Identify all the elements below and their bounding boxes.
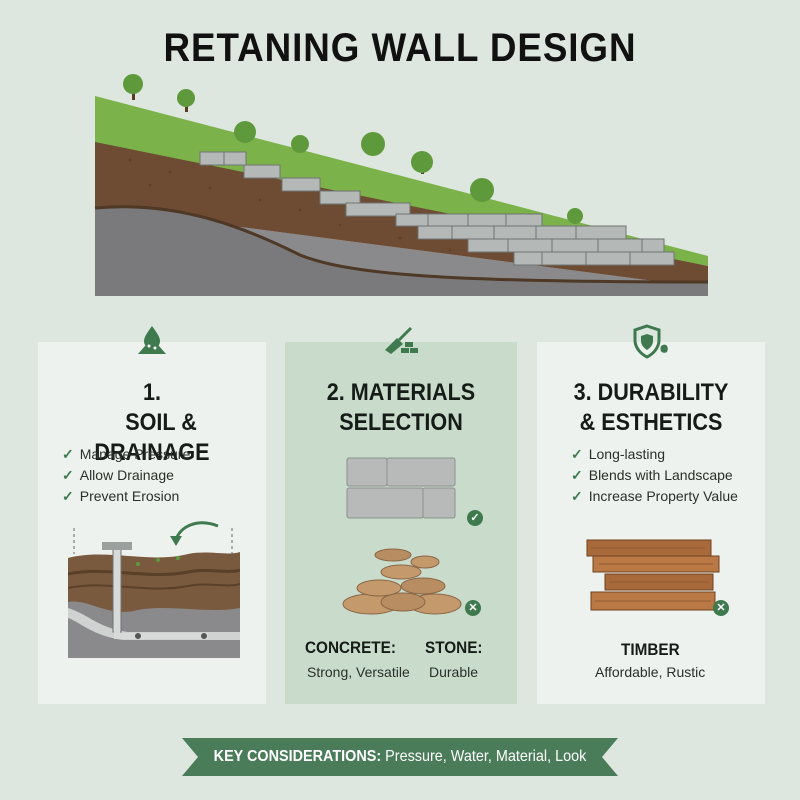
soil-drainage-panel: 1. SOIL & DRAINAGE ✓Manage Pressure ✓All… — [38, 326, 266, 704]
list-item: ✓Blends with Landscape — [571, 467, 733, 483]
check-icon: ✓ — [62, 467, 74, 483]
trowel-bricks-icon — [385, 326, 418, 354]
section-number: 1. — [142, 379, 161, 406]
section-heading: 3. DURABILITY & ESTHETICS — [573, 379, 729, 436]
rock-layer — [95, 206, 708, 296]
timber-planks-illustration — [586, 539, 720, 611]
check-icon: ✓ — [571, 467, 583, 483]
section-heading: 1. SOIL & DRAINAGE — [49, 378, 254, 468]
banner-label: KEY CONSIDERATIONS: — [213, 748, 382, 765]
list-item: ✓Increase Property Value — [571, 488, 738, 504]
check-icon: ✓ — [62, 488, 74, 504]
check-icon: ✓ — [571, 446, 583, 462]
material-label-timber: TIMBER — [621, 640, 680, 659]
key-considerations-banner: KEY CONSIDERATIONS: Pressure, Water, Mat… — [182, 738, 618, 776]
checklist: ✓Manage Pressure ✓Allow Drainage ✓Preven… — [62, 444, 190, 507]
check-badge-icon: ✓ — [467, 510, 483, 526]
check-icon: ✓ — [571, 488, 583, 504]
list-item: ✓Long-lasting — [571, 446, 666, 462]
section-heading: 2. MATERIALS SELECTION — [326, 379, 476, 436]
durability-panel: 3. DURABILITY & ESTHETICS ✓Long-lasting … — [537, 324, 765, 704]
material-desc-timber: Affordable, Rustic — [595, 664, 706, 680]
tree-icons — [123, 74, 583, 224]
list-item: ✓Manage Pressure — [62, 446, 191, 462]
list-item: ✓Prevent Erosion — [62, 488, 180, 504]
banner-text: Pressure, Water, Material, Look — [385, 748, 587, 765]
concrete-blocks-illustration — [346, 457, 456, 519]
water-drop-icon — [138, 326, 166, 354]
material-label-concrete: CONCRETE: — [305, 638, 396, 657]
material-desc-stone: Durable — [429, 664, 479, 680]
materials-panel: 2. MATERIALS SELECTION ✓ ✕ CONCRETE: STO… — [285, 326, 517, 704]
cross-badge-icon: ✕ — [465, 600, 481, 616]
material-desc-concrete: Strong, Versatile — [307, 664, 410, 680]
drainage-pipe-illustration — [68, 521, 240, 658]
page-title: RETANING WALL DESIGN — [163, 26, 637, 70]
retaining-wall-illustration — [94, 74, 709, 296]
wall-blocks — [199, 151, 675, 266]
checklist: ✓Long-lasting ✓Blends with Landscape ✓In… — [571, 444, 738, 507]
shield-leaf-icon — [633, 324, 668, 359]
check-icon: ✓ — [62, 446, 74, 462]
list-item: ✓Allow Drainage — [62, 467, 174, 483]
material-label-stone: STONE: — [425, 638, 483, 657]
cross-badge-icon: ✕ — [713, 600, 729, 616]
stone-pile-illustration — [342, 548, 462, 615]
